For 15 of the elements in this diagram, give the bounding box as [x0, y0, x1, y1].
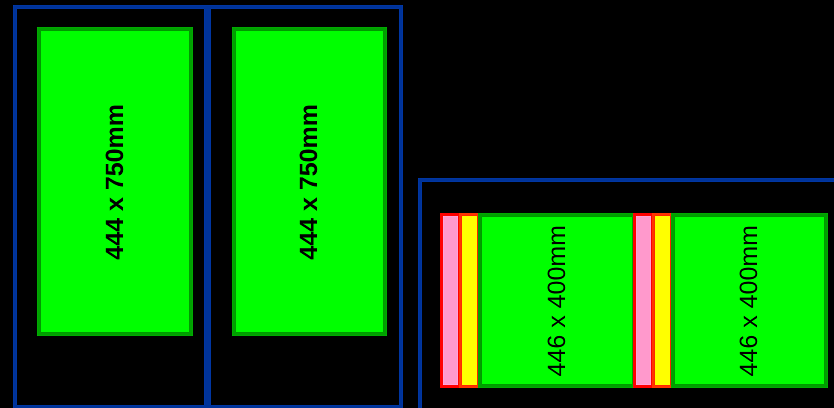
size-label: 446 x 400mm — [735, 224, 764, 376]
frame-outline — [207, 5, 403, 408]
panel-rectangle — [671, 213, 828, 388]
strip-bar — [459, 213, 480, 388]
strip-bar — [633, 213, 654, 388]
panel-rectangle — [37, 27, 193, 336]
panel-rectangle — [232, 27, 387, 336]
size-label: 444 x 750mm — [295, 104, 324, 260]
panel-rectangle — [478, 213, 636, 388]
frame-outline — [13, 5, 208, 408]
frame-outline — [418, 178, 834, 408]
strip-bar — [652, 213, 673, 388]
size-label: 446 x 400mm — [542, 224, 572, 376]
strip-bar — [440, 213, 461, 388]
size-label: 444 x 750mm — [100, 104, 130, 260]
